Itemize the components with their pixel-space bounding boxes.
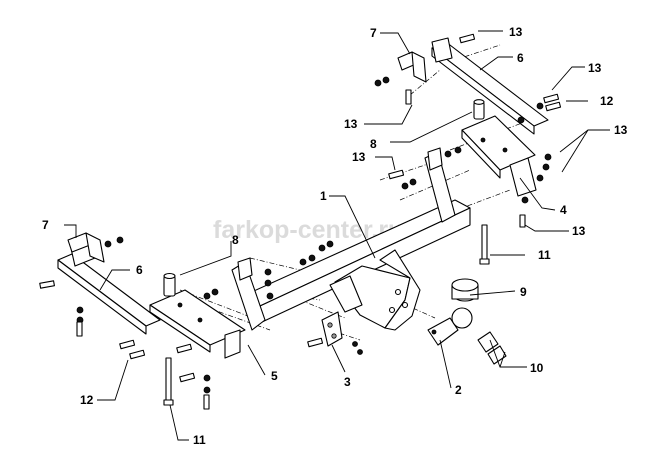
callout-4: 4 xyxy=(560,203,567,217)
callout-10: 10 xyxy=(530,361,544,375)
part-3-socket-bracket xyxy=(321,311,343,347)
part-6-left-rail xyxy=(57,235,161,335)
callout-6-right: 6 xyxy=(517,51,524,65)
callout-7-left: 7 xyxy=(42,218,49,232)
part-7-right-clamp xyxy=(397,51,427,83)
part-10-bolts xyxy=(477,331,507,365)
callout-8-right: 8 xyxy=(370,137,377,151)
callout-2: 2 xyxy=(455,383,462,397)
callout-13-right: 13 xyxy=(614,123,628,137)
callout-13-lower-right: 13 xyxy=(572,224,586,238)
part-2-ball-neck xyxy=(427,307,473,346)
part-4-right-plate xyxy=(461,115,537,197)
callout-3: 3 xyxy=(344,375,351,389)
callout-13-top: 13 xyxy=(509,25,523,39)
callout-1: 1 xyxy=(320,189,327,203)
part-9-ball-cap xyxy=(451,278,479,302)
part-1-crossbar xyxy=(231,147,471,331)
part-5-left-plate xyxy=(149,289,246,359)
part-6-right-rail xyxy=(431,37,549,135)
callout-5: 5 xyxy=(271,369,278,383)
callout-6-left: 6 xyxy=(136,263,143,277)
callout-labels: 1 2 3 4 5 6 6 7 7 8 8 9 10 11 11 12 12 1… xyxy=(42,25,628,447)
callout-13-upper-right: 13 xyxy=(588,61,602,75)
leader-lines xyxy=(64,30,610,441)
callout-11-left: 11 xyxy=(193,433,206,447)
callout-7-right: 7 xyxy=(370,26,377,40)
callout-8-left: 8 xyxy=(232,233,239,247)
part-8-right-spacer xyxy=(473,99,485,120)
fastener-bolts xyxy=(39,33,562,410)
fastener-nuts xyxy=(76,76,552,394)
callout-12-right: 12 xyxy=(600,94,614,108)
part-7-left-clamp xyxy=(67,232,105,263)
callout-13-center: 13 xyxy=(352,150,366,164)
callout-11-right: 11 xyxy=(538,248,551,262)
part-11-long-bolts xyxy=(163,224,490,406)
part-8-left-spacer xyxy=(163,272,176,297)
callout-13-left-clamp: 13 xyxy=(344,117,358,131)
callout-9: 9 xyxy=(520,285,527,299)
callout-12-left: 12 xyxy=(80,393,94,407)
